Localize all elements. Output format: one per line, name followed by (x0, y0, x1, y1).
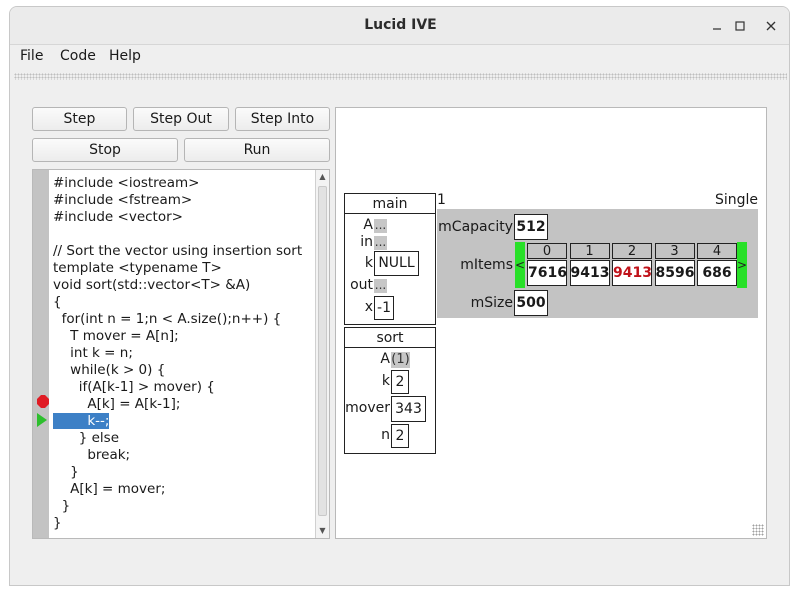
menu-file[interactable]: File (20, 48, 44, 64)
item-index: 4 (697, 243, 737, 259)
var-name: mover (345, 400, 390, 416)
var-value[interactable]: ... (374, 278, 387, 293)
item-value[interactable]: 9413 (612, 260, 652, 286)
var-value[interactable]: -1 (374, 296, 394, 320)
item-value[interactable]: 8596 (654, 260, 695, 286)
code-line[interactable]: int k = n; (53, 345, 133, 361)
stop-button[interactable]: Stop (32, 138, 178, 162)
menu-help[interactable]: Help (109, 48, 141, 64)
code-line[interactable]: A[k] = A[k-1]; (53, 396, 181, 412)
close-icon[interactable] (761, 16, 781, 36)
frame-sort: sort A (1) k 2 mover 343 n 2 (344, 327, 436, 454)
current-line-arrow-icon (37, 413, 47, 427)
next-arrow-icon[interactable]: > (737, 242, 747, 288)
code-scrollbar[interactable]: ▲ ▼ (315, 170, 329, 538)
code-line[interactable]: { (53, 294, 62, 310)
var-name: x (364, 299, 373, 315)
app-window: Lucid IVE File Code Help Step Step Out S… (9, 6, 790, 586)
item-value[interactable]: 7616 (527, 260, 567, 286)
code-line[interactable]: #include <fstream> (53, 192, 193, 208)
code-line[interactable]: break; (53, 447, 131, 463)
code-line[interactable]: template <typename T> (53, 260, 222, 276)
code-line[interactable]: while(k > 0) { (53, 362, 166, 378)
prev-arrow-icon[interactable]: < (515, 242, 525, 288)
step-into-button[interactable]: Step Into (235, 107, 330, 131)
frame-main-title: main (345, 194, 435, 214)
item-value[interactable]: 686 (697, 260, 737, 286)
toolbar-grip[interactable] (14, 73, 787, 80)
scroll-down-icon[interactable]: ▼ (319, 526, 326, 535)
code-line[interactable]: for(int n = 1;n < A.size();n++) { (53, 311, 282, 327)
code-text[interactable]: #include <iostream>#include <fstream>#in… (53, 175, 302, 532)
title-bar: Lucid IVE (10, 7, 789, 45)
capacity-label: mCapacity (438, 219, 513, 235)
scroll-up-icon[interactable]: ▲ (319, 172, 326, 181)
run-button[interactable]: Run (184, 138, 330, 162)
object-mode: Single (714, 192, 758, 208)
memory-view: main A ... in ... k NULL out ... x -1 so… (335, 107, 767, 539)
code-line[interactable]: A[k] = mover; (53, 481, 166, 497)
size-label: mSize (470, 295, 513, 311)
code-line[interactable]: // Sort the vector using insertion sort (53, 243, 303, 259)
resize-grip[interactable] (752, 524, 764, 536)
var-value[interactable]: 2 (391, 424, 409, 448)
var-value[interactable]: NULL (374, 251, 419, 276)
var-name: in (360, 234, 373, 250)
menu-bar: File Code Help (10, 45, 789, 71)
var-name: k (364, 255, 373, 271)
code-line[interactable]: } else (53, 430, 120, 446)
editor-gutter[interactable] (33, 170, 49, 538)
item-index: 2 (612, 243, 652, 259)
items-label: mItems (460, 257, 513, 273)
code-line[interactable]: #include <vector> (53, 209, 183, 225)
var-value[interactable]: ... (374, 218, 387, 233)
code-line[interactable]: #include <iostream> (53, 175, 200, 191)
window-title: Lucid IVE (364, 17, 437, 33)
var-value[interactable]: (1) (391, 352, 410, 368)
var-value[interactable]: 2 (391, 370, 409, 394)
object-id: 1 (437, 192, 446, 208)
code-line[interactable]: } (53, 464, 79, 480)
scroll-thumb[interactable] (318, 186, 327, 516)
code-line[interactable]: void sort(std::vector<T> &A) (53, 277, 251, 293)
item-value[interactable]: 9413 (569, 260, 610, 286)
code-line[interactable]: } (53, 498, 71, 514)
step-button[interactable]: Step (32, 107, 127, 131)
var-name: A (363, 217, 373, 233)
var-value[interactable]: ... (374, 235, 387, 250)
var-name: n (381, 427, 390, 443)
code-line[interactable]: if(A[k-1] > mover) { (53, 379, 215, 395)
maximize-icon[interactable] (730, 16, 750, 36)
code-editor[interactable]: #include <iostream>#include <fstream>#in… (32, 169, 330, 539)
code-line[interactable] (53, 226, 302, 243)
item-index: 1 (569, 243, 610, 259)
capacity-value[interactable]: 512 (514, 214, 548, 240)
item-index: 3 (654, 243, 695, 259)
var-name: k (381, 373, 390, 389)
menu-code[interactable]: Code (60, 48, 96, 64)
var-value[interactable]: 343 (391, 396, 426, 422)
breakpoint-icon (37, 395, 49, 408)
size-value[interactable]: 500 (514, 290, 548, 316)
var-name: A (380, 351, 390, 367)
code-line[interactable]: } (53, 515, 62, 531)
var-name: out (350, 277, 373, 293)
frame-main: main A ... in ... k NULL out ... x -1 (344, 193, 436, 325)
step-out-button[interactable]: Step Out (133, 107, 229, 131)
item-index: 0 (527, 243, 567, 259)
current-line-highlight: k--; (53, 413, 110, 429)
code-line[interactable]: T mover = A[n]; (53, 328, 179, 344)
frame-sort-title: sort (345, 328, 435, 348)
minimize-icon[interactable] (707, 16, 727, 36)
code-line[interactable]: k--; (53, 413, 302, 430)
